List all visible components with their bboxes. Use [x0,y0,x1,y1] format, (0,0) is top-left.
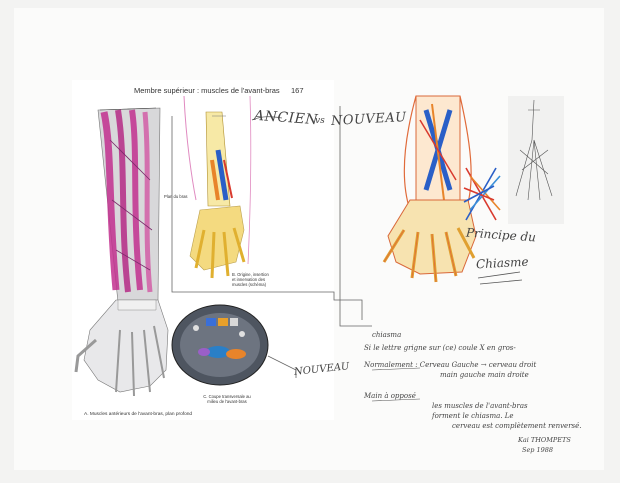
chiasme-underline [478,272,522,284]
fig-c-cross-section [172,305,268,385]
signature-name: Kai THOMPETS [518,436,571,444]
fig-b-caption: B. Origine, insertion et innervation des… [232,272,272,287]
notes-line: main gauche main droite [440,371,529,379]
page-number: 167 [291,86,304,95]
notes-line: cerveau est complètement renversé. [452,422,582,430]
notes-line: Normalement : Cerveau Gauche → cerveau d… [364,361,536,369]
fig-a-caption: A. Muscles antérieurs de l'avant-bras, p… [84,412,192,417]
notes-line: forment le chiasma. Le [432,412,514,420]
notes-heading: chiasma [372,331,401,339]
signature-date: Sep 1988 [522,446,553,454]
book-header: Membre supérieur : muscles de l'avant-br… [134,86,280,95]
plan-label: Plan du bras [164,194,188,199]
chiasme-label: Chiasme [476,255,529,272]
notes-line: Main à opposé [364,392,416,400]
vs-label: vs [315,116,325,126]
small-hand-sketch [508,96,564,224]
notes-line: Si le lettre grigne sur (ce) coule X en … [364,344,516,352]
notes-line: les muscles de l'avant-bras [432,402,528,410]
fig-c-caption: C. Coupe transversale au milieu de l'ava… [200,394,254,404]
